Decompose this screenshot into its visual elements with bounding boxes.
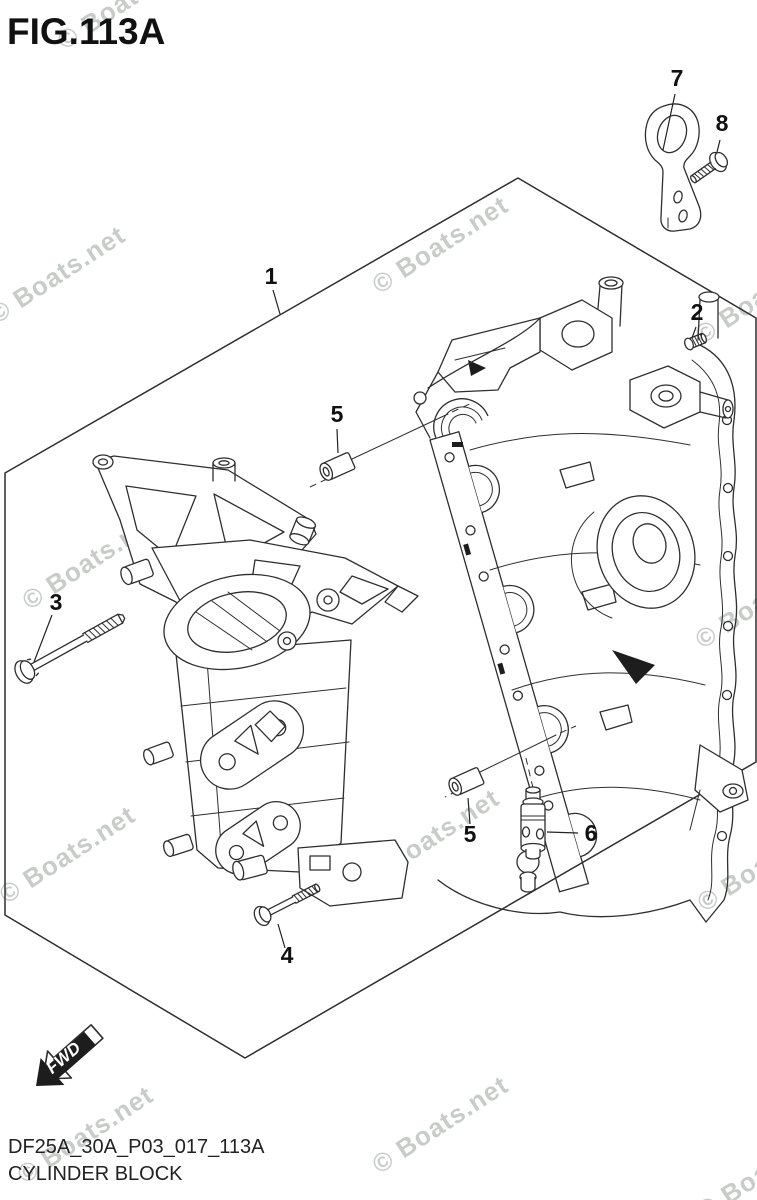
long-bolt-part <box>14 613 126 684</box>
watermark-text: © Boats.net <box>0 799 141 909</box>
dowel-pin-lower <box>448 767 485 796</box>
hook-bolt-part <box>689 151 729 184</box>
callout-2-label: 2 <box>691 299 704 325</box>
watermark-text: © Boats.net <box>692 1115 757 1200</box>
callout-8-label: 8 <box>716 110 729 136</box>
callout-3-leader <box>33 614 53 663</box>
footer-part-code: DF25A_30A_P03_017_113A <box>8 1136 265 1158</box>
watermark-text: © Boats.net <box>692 807 757 917</box>
watermark-text: © Boats.net <box>367 189 514 299</box>
flange-bolt-part <box>253 883 321 927</box>
callout-4-label: 4 <box>281 942 294 968</box>
fwd-arrow: FWD <box>36 1024 104 1086</box>
callout-1-label: 1 <box>265 263 278 289</box>
watermark-text: © Boats.net <box>690 544 757 654</box>
fitting-centerline <box>524 753 534 789</box>
callout-7-label: 7 <box>671 65 684 91</box>
callout-1-leader <box>272 289 281 315</box>
callout-3-label: 3 <box>50 589 63 615</box>
pin-centerline-upper-ext <box>309 402 473 488</box>
callout-8-leader <box>716 139 721 153</box>
callout-2-leader <box>691 326 697 339</box>
watermark-text: © Boats.net <box>0 219 131 329</box>
fitting-part <box>520 786 546 860</box>
small-screw-part <box>684 332 707 351</box>
callout-6-leader <box>546 831 579 834</box>
lifting-hook-part <box>644 103 702 232</box>
dowel-pin-upper <box>319 452 356 481</box>
callout-7-leader <box>662 93 676 151</box>
callout-5-upper-label: 5 <box>331 401 344 427</box>
callout-5-lower-leader <box>467 797 471 825</box>
diagram-border <box>4 177 757 1059</box>
footer-part-name: CYLINDER BLOCK <box>8 1163 183 1185</box>
callout-4-leader <box>277 923 286 949</box>
pin-centerline-upper <box>351 413 449 460</box>
watermark-text: © Boats.net <box>367 1069 514 1179</box>
callout-5-upper-leader <box>336 428 339 454</box>
callout-5-lower-label: 5 <box>464 821 477 847</box>
callout-6-label: 6 <box>585 820 598 846</box>
cylinder-block-drawing <box>413 276 749 923</box>
pin-centerline-lower <box>477 734 557 774</box>
crankcase-bracket-drawing <box>92 454 419 907</box>
figure-title: FIG.113A <box>7 11 165 52</box>
